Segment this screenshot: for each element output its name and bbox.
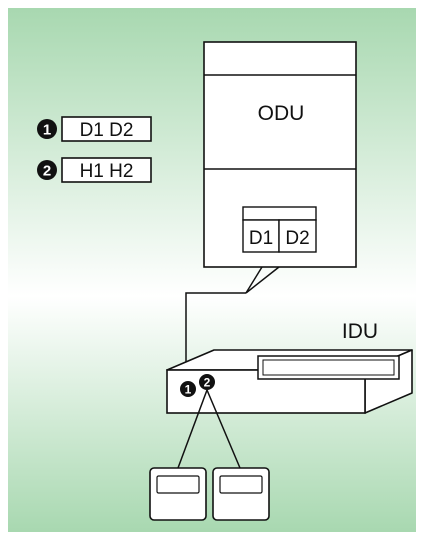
wired-controller-right: [212, 467, 270, 521]
odu-label: ODU: [258, 102, 305, 125]
legend-badge-2-number: 2: [43, 163, 51, 180]
communication-wire: [185, 266, 280, 380]
idu-terminal-badge-2-number: 2: [204, 376, 211, 390]
wire-run: [185, 292, 246, 380]
odu-terminal-block: D1 D2: [242, 206, 317, 253]
idu-air-outlet-inner: [262, 359, 395, 376]
legend-badge-2: [37, 160, 57, 180]
odu-terminal-d1-label: D1: [249, 228, 273, 249]
idu-terminal-badge-1: [180, 381, 196, 397]
legend-label-box-1: [61, 116, 152, 142]
legend-badge-1: [37, 119, 57, 139]
controller-right-display: [219, 475, 263, 494]
legend-item-1: 1 D1 D2: [37, 116, 152, 142]
idu-terminal-badge-2: [199, 374, 215, 390]
legend: 1 D1 D2 2 H1 H2: [37, 116, 152, 183]
outdoor-unit: ODU D1 D2: [203, 41, 357, 268]
controller-wire-right: [206, 389, 241, 469]
idu-terminal-badge-1-number: 1: [185, 383, 192, 397]
controller-left-display: [156, 475, 200, 494]
legend-label-box-2: [61, 157, 152, 183]
odu-terminal-d2: [278, 219, 317, 253]
legend-badge-1-number: 1: [43, 122, 51, 139]
odu-terminal-d2-label: D2: [285, 228, 309, 249]
legend-label-1: D1 D2: [80, 120, 134, 141]
wired-controller-left: [149, 467, 207, 521]
controller-wire-left: [177, 389, 208, 469]
controller-wires: [177, 389, 241, 469]
odu-terminal-block-top: [242, 206, 317, 221]
idu-air-outlet: [257, 355, 400, 380]
wire-branch-right: [245, 266, 280, 294]
legend-item-2: 2 H1 H2: [37, 157, 152, 183]
indoor-unit: 1 2: [166, 349, 413, 414]
idu-label: IDU: [342, 320, 378, 343]
wire-branch-left: [245, 266, 263, 294]
legend-label-2: H1 H2: [80, 161, 134, 182]
